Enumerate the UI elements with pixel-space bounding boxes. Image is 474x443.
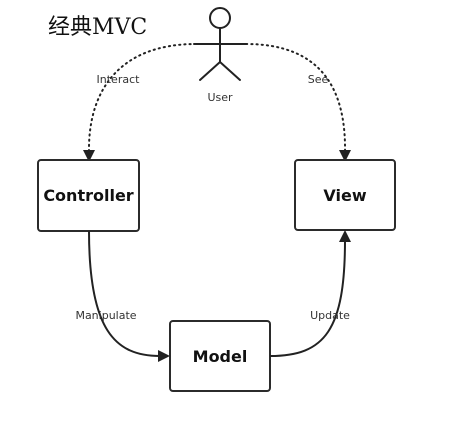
model-node: Model: [169, 320, 271, 392]
interact-arrowhead: [83, 150, 95, 162]
actor-left-leg: [199, 61, 221, 81]
controller-node: Controller: [37, 159, 140, 232]
see-arrowhead: [339, 150, 351, 162]
interact-label: Interact: [97, 73, 141, 86]
user-actor-icon: [193, 7, 247, 81]
model-label: Model: [193, 347, 248, 366]
update-edge: [269, 239, 346, 357]
user-label: User: [207, 91, 233, 104]
update-label: Update: [310, 309, 350, 322]
actor-head: [209, 7, 231, 29]
actor-right-leg: [219, 61, 241, 81]
manipulate-label: Manipulate: [75, 309, 136, 322]
see-label: See: [308, 73, 329, 86]
see-edge: [245, 43, 347, 153]
interact-edge: [87, 43, 197, 153]
manipulate-arrowhead: [158, 350, 170, 362]
update-arrowhead: [339, 230, 351, 242]
view-label: View: [323, 186, 366, 205]
manipulate-edge: [88, 230, 161, 357]
controller-label: Controller: [43, 186, 133, 205]
view-node: View: [294, 159, 396, 231]
diagram-title: 经典MVC: [48, 15, 147, 40]
